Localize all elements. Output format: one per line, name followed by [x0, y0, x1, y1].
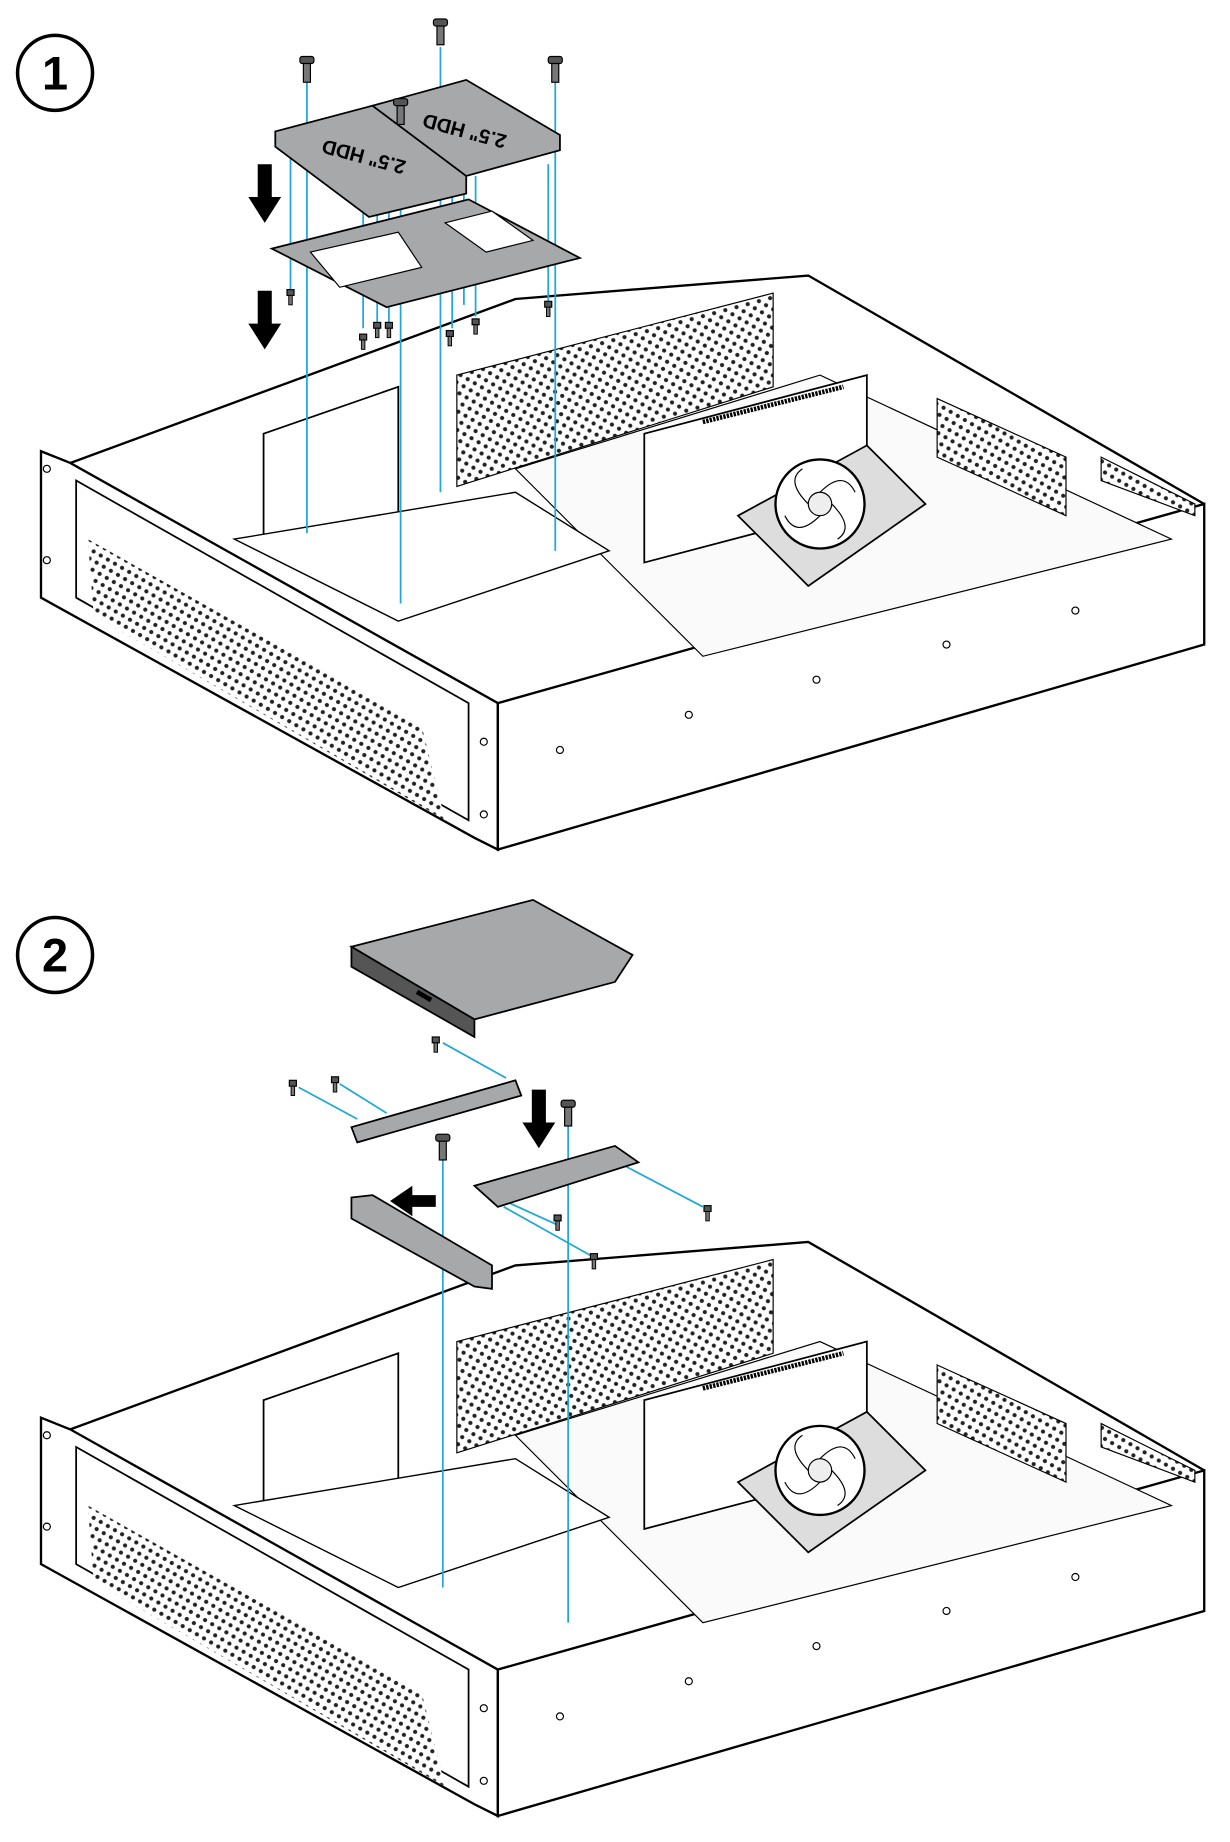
- guide-lines: [298, 1042, 704, 1623]
- down-arrow-icon: [248, 164, 282, 350]
- rail-bracket: [350, 1079, 523, 1144]
- step-2: 2: [15, 898, 1205, 1816]
- rail-bracket: [472, 1144, 641, 1208]
- screw-icon: [288, 1036, 712, 1270]
- hdd-right: 2.5" HDD: [370, 78, 561, 177]
- step-1: 1 2.5" HDD 2.5" HDD: [15, 18, 1205, 850]
- chassis: [41, 1242, 1204, 1816]
- down-arrow-icon: [522, 1089, 556, 1149]
- left-arrow-icon: [390, 1185, 436, 1217]
- step-2-badge: 2: [15, 915, 95, 995]
- step-1-badge: 1: [15, 33, 95, 113]
- removed-bracket: [350, 1194, 493, 1290]
- chassis: [41, 276, 1204, 850]
- step-number: 1: [42, 47, 68, 99]
- optical-drive: [349, 898, 634, 1039]
- step-number: 2: [42, 929, 68, 981]
